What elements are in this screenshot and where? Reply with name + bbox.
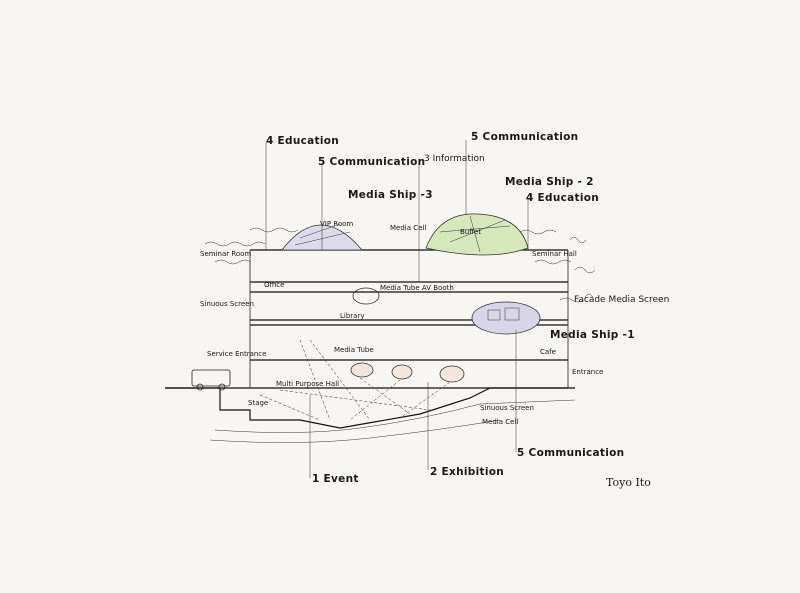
label-multi-purpose-hall: Multi Purpose Hall: [276, 380, 339, 388]
label-cafe: Cafe: [540, 348, 556, 356]
labels: 4 Education 5 Communication 3 Informatio…: [200, 131, 669, 489]
label-vip-room: VIP Room: [320, 220, 353, 228]
label-sinuous-screen-left: Sinuous Screen: [200, 300, 254, 308]
media-ship-2-dome: [425, 213, 529, 256]
label-communication-bottom: 5 Communication: [517, 447, 624, 459]
label-education-top: 4 Education: [266, 135, 339, 147]
label-media-tube-av-booth: Media Tube AV Booth: [380, 284, 454, 292]
label-communication-mid: 5 Communication: [318, 156, 425, 168]
leader-lines: [265, 140, 529, 478]
label-stage: Stage: [248, 399, 268, 407]
label-sinuous-screen-bottom: Sinuous Screen: [480, 404, 534, 412]
label-media-ship-3: Media Ship -3: [348, 189, 433, 201]
label-media-cell-top: Media Cell: [390, 224, 426, 232]
media-ship-1: [471, 301, 541, 335]
label-media-cell-bottom: Media Cell: [482, 418, 518, 426]
label-event: 1 Event: [312, 473, 359, 485]
label-seminar-hall: Seminar Hall: [532, 250, 577, 258]
label-entrance: Entrance: [572, 368, 603, 376]
label-buffet: Buffet: [460, 228, 481, 236]
signature: Toyo Ito: [606, 476, 651, 489]
label-exhibition: 2 Exhibition: [430, 466, 504, 478]
label-information: 3 Information: [424, 154, 485, 164]
label-education-right: 4 Education: [526, 192, 599, 204]
label-media-ship-2: Media Ship - 2: [505, 176, 594, 188]
service-van: [191, 369, 231, 391]
label-media-ship-1: Media Ship -1: [550, 329, 635, 341]
sight-lines: [259, 339, 451, 421]
media-tubes: [350, 287, 465, 383]
label-facade-media-screen: Facade Media Screen: [574, 295, 669, 305]
media-ship-3-dome: [281, 212, 363, 251]
label-seminar-room: Seminar Room: [200, 250, 251, 258]
label-service-entrance: Service Entrance: [207, 350, 266, 358]
label-office: Office: [264, 281, 284, 289]
label-communication-top: 5 Communication: [471, 131, 578, 143]
label-media-tube: Media Tube: [334, 346, 374, 354]
label-library: Library: [340, 312, 364, 320]
signal-waves: [204, 227, 596, 303]
floor-slabs: [165, 249, 576, 443]
